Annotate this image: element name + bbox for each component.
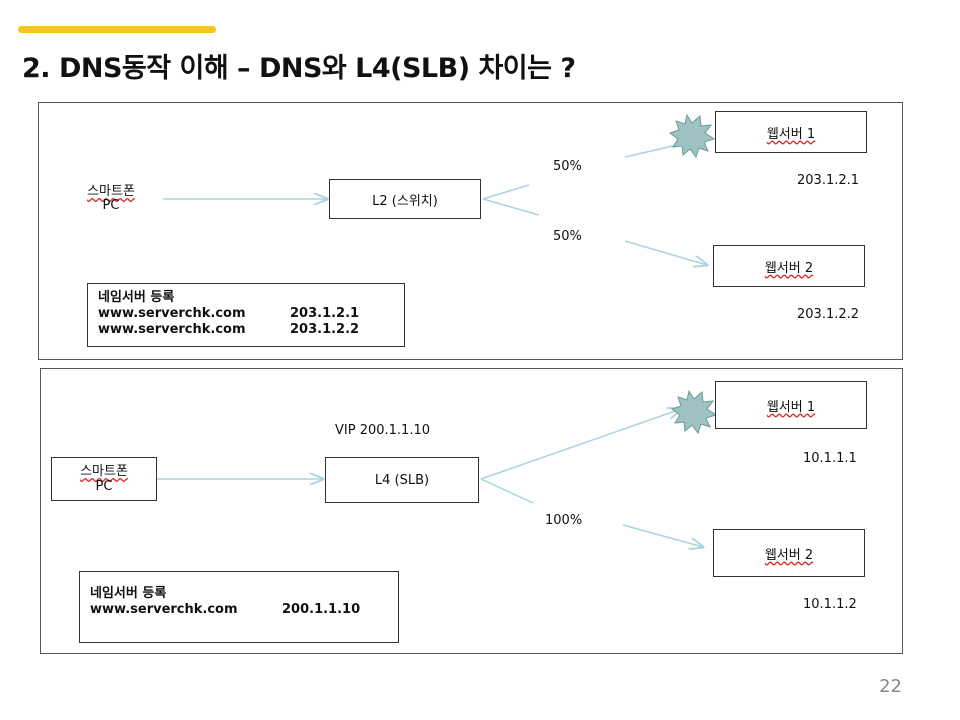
- l2-switch-label: L2 (스위치): [372, 193, 438, 209]
- web-server-2-box: 웹서버 2: [713, 245, 865, 287]
- nameserver-ip: 203.1.2.2: [290, 322, 360, 337]
- title-accent-bar: [18, 26, 216, 33]
- client-label-line1: 스마트폰: [80, 464, 128, 479]
- web-server-2-label: 웹서버 2: [764, 260, 814, 276]
- web-server-1-box: 웹서버 1: [715, 381, 867, 429]
- slb-diagram-panel: 스마트폰 PC VIP 200.1.1.10 L4 (SLB) 100% 웹서버…: [40, 368, 903, 654]
- page-number: 22: [879, 676, 902, 697]
- client-label-line2: PC: [102, 198, 120, 213]
- upper-percentage: 50%: [553, 159, 582, 174]
- web-server-1-ip: 10.1.1.1: [803, 451, 857, 466]
- switch-fork-upper-line: [482, 184, 530, 200]
- vip-label: VIP 200.1.1.10: [335, 423, 430, 438]
- lower-percentage: 50%: [553, 229, 582, 244]
- client-label-line1: 스마트폰: [87, 184, 135, 199]
- web-server-2-label: 웹서버 2: [764, 547, 814, 563]
- nameserver-registry-box: 네임서버 등록 www.serverchk.com 203.1.2.1 www.…: [87, 283, 405, 347]
- lb-fork-lower-line: [480, 478, 534, 504]
- nameserver-ip: 200.1.1.10: [282, 602, 361, 617]
- web-server-2-ip: 203.1.2.2: [797, 307, 860, 322]
- slb-diagram-arrows: [157, 389, 718, 655]
- web-server-1-box: 웹서버 1: [715, 111, 867, 153]
- l4-slb-box: L4 (SLB): [325, 457, 479, 503]
- failure-burst-icon: [670, 389, 718, 435]
- nameserver-registry-box: 네임서버 등록 www.serverchk.com 200.1.1.10: [79, 571, 399, 643]
- web-server-1-label: 웹서버 1: [766, 399, 816, 415]
- web-server-2-ip: 10.1.1.2: [803, 597, 857, 612]
- l2-switch-box: L2 (스위치): [329, 179, 481, 219]
- switch-fork-lower-line: [482, 198, 540, 216]
- nameserver-ip: 203.1.2.1: [290, 306, 360, 321]
- client-label-line2: PC: [95, 479, 113, 494]
- client-box: 스마트폰 PC: [51, 457, 157, 501]
- nameserver-row: www.serverchk.com 203.1.2.2: [98, 322, 394, 338]
- nameserver-title: 네임서버 등록: [98, 290, 175, 305]
- nameserver-domain: www.serverchk.com: [98, 306, 246, 321]
- client-label: 스마트폰 PC: [69, 185, 153, 213]
- dns-diagram-panel: 스마트폰 PC L2 (스위치) 50% 50% 웹서버 1 203.1.2.1…: [38, 102, 903, 360]
- dns-diagram-arrows: [163, 113, 716, 361]
- nameserver-row: www.serverchk.com 200.1.1.10: [90, 602, 388, 618]
- web-server-1-ip: 203.1.2.1: [797, 173, 860, 188]
- nameserver-title: 네임서버 등록: [90, 586, 167, 601]
- l4-slb-label: L4 (SLB): [374, 472, 430, 488]
- arrow-to-server2: [624, 240, 707, 265]
- failure-burst-icon: [668, 113, 716, 159]
- web-server-1-label: 웹서버 1: [766, 126, 816, 142]
- web-server-2-box: 웹서버 2: [713, 529, 865, 577]
- nameserver-row: www.serverchk.com 203.1.2.1: [98, 306, 394, 322]
- slide-title: 2. DNS동작 이해 – DNS와 L4(SLB) 차이는 ?: [22, 53, 576, 84]
- nameserver-domain: www.serverchk.com: [98, 322, 246, 337]
- lb-to-server1-arrow: [480, 409, 681, 480]
- nameserver-domain: www.serverchk.com: [90, 602, 238, 617]
- traffic-percentage: 100%: [545, 513, 583, 528]
- lb-to-server2-arrow: [622, 524, 703, 547]
